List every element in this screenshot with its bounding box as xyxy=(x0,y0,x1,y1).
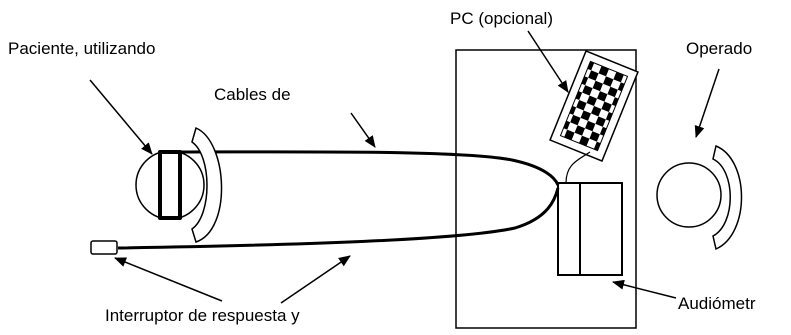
arrow-pc xyxy=(527,30,569,93)
headphone-band xyxy=(158,150,182,220)
label-operator: Operado xyxy=(686,39,753,58)
label-switch: Interruptor de respuesta y xyxy=(105,306,300,325)
arrow-operator xyxy=(694,68,720,138)
arrow-cables xyxy=(350,112,376,148)
response-switch xyxy=(90,240,118,255)
arrow-patient xyxy=(89,79,153,155)
audiometer-device-right xyxy=(579,182,623,276)
label-pc: PC (opcional) xyxy=(450,9,553,28)
headphone-cable xyxy=(169,150,560,186)
pc-cable xyxy=(565,151,591,184)
audiometer-cabinet xyxy=(455,49,637,329)
arrow-audiometer xyxy=(612,279,677,299)
label-cables: Cables de xyxy=(214,85,291,104)
response-switch-cable xyxy=(117,187,560,250)
pc-monitor xyxy=(549,50,639,162)
operator-head xyxy=(656,162,722,228)
audiometer-device-left xyxy=(557,182,581,276)
operator-face-visor xyxy=(712,144,743,251)
label-patient: Paciente, utilizando xyxy=(8,39,156,58)
label-audiometer: Audiómetr xyxy=(678,294,756,313)
patient-face-visor xyxy=(191,126,223,243)
arrow-switch-cable xyxy=(280,255,351,304)
arrow-switch xyxy=(114,257,223,302)
